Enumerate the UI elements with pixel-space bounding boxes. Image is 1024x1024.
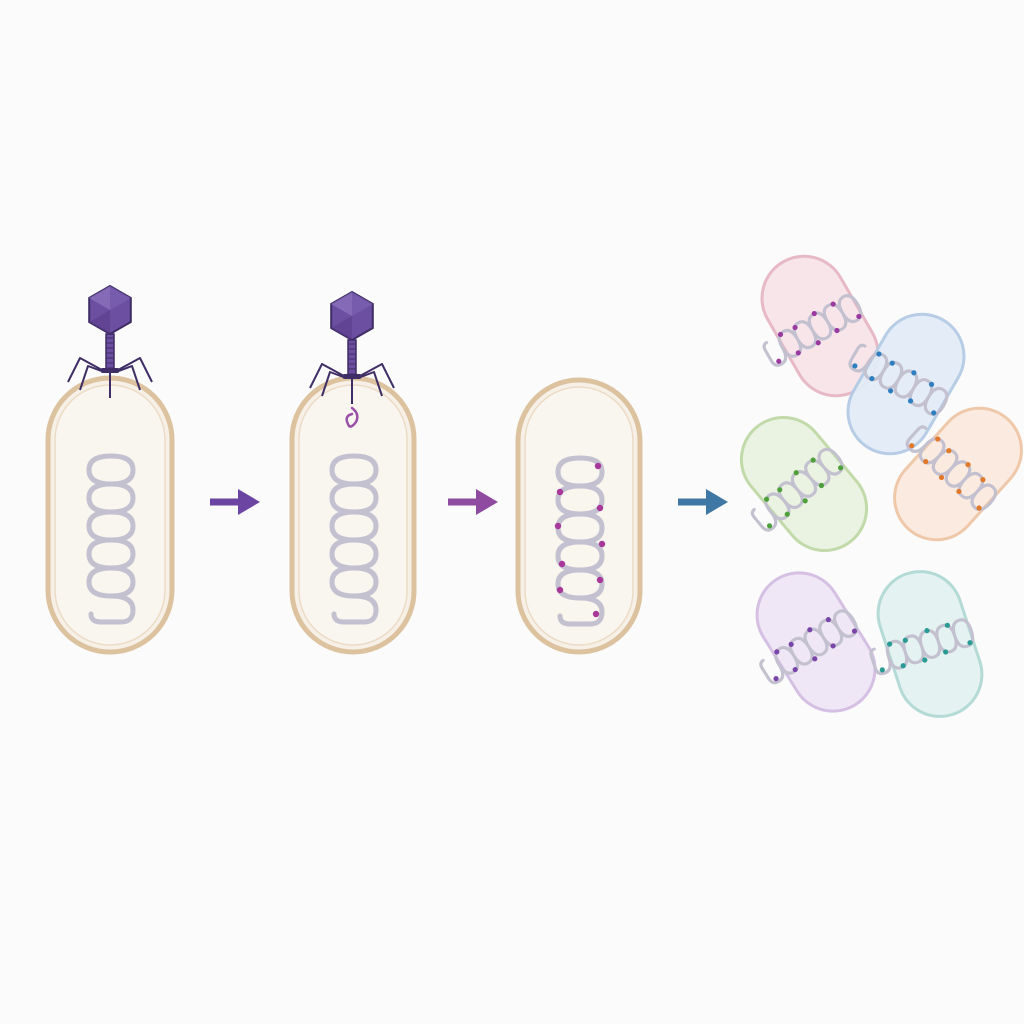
bacteriophage-icon — [67, 284, 153, 398]
right-arrow-icon — [678, 489, 728, 515]
prophage-site — [594, 462, 602, 470]
prophage-site — [923, 459, 929, 465]
prophage-site — [766, 523, 773, 529]
prophage-site — [976, 505, 982, 511]
tail-fiber — [357, 371, 383, 397]
prophage-site — [763, 496, 770, 502]
prophage-site — [946, 448, 952, 454]
stage-2-injection — [289, 290, 417, 655]
prophage-site — [802, 498, 808, 504]
prophage-site — [922, 657, 928, 663]
prophage-site — [777, 487, 783, 493]
progeny-chromosome — [760, 290, 866, 370]
prophage-site — [944, 622, 950, 628]
progeny-population — [739, 254, 1023, 718]
prophage-site — [818, 482, 825, 489]
progeny-chromosome — [846, 340, 952, 420]
prophage-site — [943, 649, 949, 655]
prophage-site — [876, 351, 882, 357]
prophage-site — [980, 477, 986, 483]
prophage-site — [788, 641, 794, 647]
prophage-site — [792, 324, 798, 331]
prophage-site — [907, 398, 914, 404]
stage-1-attachment — [45, 284, 175, 655]
tail-fiber — [309, 363, 345, 389]
prophage-site — [810, 457, 816, 463]
progeny-chromosome — [903, 422, 1001, 515]
prophage-site — [558, 560, 566, 568]
prophage-site — [879, 667, 885, 673]
tail-fiber — [79, 365, 105, 391]
prophage-site — [774, 649, 780, 655]
host-cell-1-inner — [54, 384, 166, 646]
chromosome-with-prophage — [554, 458, 606, 624]
tail-fiber — [67, 357, 103, 383]
tail-fiber — [115, 365, 141, 391]
progeny-cell-blue — [846, 312, 966, 456]
bacteriophage-icon — [309, 290, 395, 404]
tail-fiber — [321, 371, 347, 397]
prophage-site — [967, 640, 973, 646]
tail-fiber — [359, 363, 395, 389]
prophage-site — [935, 436, 941, 442]
phage-tail — [105, 333, 115, 371]
prophage-site — [795, 350, 801, 356]
progeny-cell-violet — [755, 571, 877, 713]
prophage-site — [556, 488, 564, 496]
progeny-chromosome — [867, 616, 978, 677]
prophage-site — [924, 628, 930, 634]
prophage-site — [554, 522, 562, 530]
prophage-site — [928, 381, 935, 388]
prophage-site — [834, 327, 840, 334]
prophage-site — [792, 666, 798, 673]
prophage-site — [889, 360, 895, 366]
prophage-site — [869, 376, 875, 382]
prophage-site — [815, 340, 821, 346]
prophage-site — [887, 388, 894, 394]
prophage-site — [911, 370, 917, 376]
prophage-site — [556, 586, 564, 594]
prophage-site — [838, 465, 844, 471]
tail-fiber — [117, 357, 153, 383]
phage-tail — [347, 339, 357, 377]
prophage-site — [784, 511, 790, 517]
progeny-cell-orange — [893, 406, 1023, 542]
prophage-site — [956, 488, 962, 495]
prophage-site — [887, 641, 893, 647]
stage-3-prophage — [515, 377, 643, 655]
right-arrow-icon — [448, 489, 498, 515]
prophage-site — [931, 410, 937, 416]
prophage-site — [852, 363, 858, 369]
prophage-site — [807, 627, 813, 633]
prophage-site — [596, 504, 604, 512]
prophage-site — [909, 443, 915, 449]
prophage-site — [598, 540, 606, 548]
prophage-site — [812, 656, 818, 662]
progeny-chromosome — [756, 605, 862, 687]
progeny-cell-green — [739, 415, 869, 553]
prophage-site — [965, 462, 971, 468]
prophage-site — [900, 663, 906, 669]
prophage-site — [776, 358, 782, 364]
injected-phage-dna — [345, 406, 359, 428]
prophage-site — [830, 643, 836, 649]
prophage-site — [825, 617, 831, 623]
prophage-site — [856, 313, 862, 320]
prophage-site — [777, 331, 784, 338]
progeny-chromosome — [748, 444, 848, 535]
progeny-cell-teal — [867, 570, 984, 718]
prophage-site — [811, 310, 817, 317]
prophage-site — [938, 474, 945, 481]
prophage-site — [851, 628, 858, 634]
prophage-site — [773, 676, 779, 682]
prophage-site — [592, 610, 600, 618]
right-arrow-icon — [210, 489, 260, 515]
prophage-site — [902, 637, 908, 643]
prophage-site — [596, 576, 604, 584]
prophage-site — [793, 470, 799, 476]
prophage-site — [830, 301, 836, 307]
